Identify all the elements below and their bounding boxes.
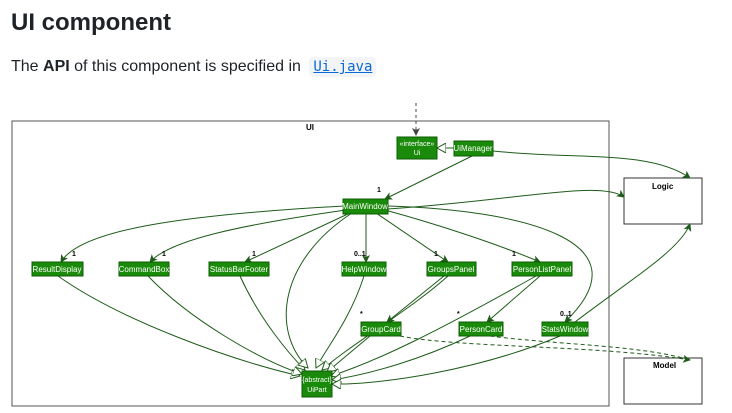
interface-stereotype: «interface» [400, 141, 435, 148]
mult-resultdisplay: 1 [72, 251, 76, 258]
helpwindow-label: HelpWindow [342, 265, 387, 274]
edge-personlistpanel-uipart [331, 275, 537, 376]
uipart-name: UiPart [307, 387, 327, 394]
mult-groupcard: * [360, 311, 363, 318]
edge-mainwindow-statusbarfooter [244, 208, 360, 263]
mult-personcard: * [457, 311, 460, 318]
model-title: Model [653, 361, 676, 370]
edge-statswindow-logic [567, 223, 692, 330]
edge-personcard-uipart [332, 335, 471, 380]
model-box [623, 357, 703, 405]
mainwindow-label: MainWindow [342, 202, 388, 211]
api-word: API [43, 58, 70, 75]
edge-statusbarfooter-uipart [239, 275, 305, 370]
mult-helpwindow: 0..1 [354, 251, 366, 258]
node-personcard: PersonCard [458, 321, 504, 337]
edge-groupcard-uipart [327, 335, 371, 372]
commandbox-label: CommandBox [119, 265, 170, 274]
edge-statswindow-uipart [332, 335, 561, 384]
section-heading: UI component [11, 9, 171, 36]
mult-groupspanel: 1 [434, 251, 438, 258]
edge-groupspanel-groupcard [386, 275, 445, 323]
edge-resultdisplay-uipart [57, 275, 300, 376]
edge-mainwindow-logic [387, 189, 625, 210]
resultdisplay-label: ResultDisplay [33, 265, 82, 274]
uipart-stereotype: {abstract} [302, 377, 332, 384]
edge-helpwindow-uipart [316, 275, 365, 368]
statswindow-label: StatsWindow [542, 325, 589, 334]
edge-mainwindow-personlistpanel [375, 205, 541, 263]
edge-mainwindow-uipart [285, 212, 353, 368]
edge-uimanager-logic [492, 150, 691, 179]
edge-personcard-model [489, 335, 691, 361]
edge-personlistpanel-personcard [486, 275, 541, 323]
mult-statswindow: 0..1 [560, 311, 572, 318]
edge-mainwindow-resultdisplay [60, 202, 354, 263]
intro-text-middle: of this component is specified in [69, 58, 306, 75]
uimanager-label: UiManager [453, 144, 492, 153]
mult-mainwindow: 1 [377, 187, 381, 194]
node-ui-interface: «interface» Ui [396, 136, 438, 160]
edge-mainwindow-commandbox [149, 206, 356, 263]
mult-commandbox: 1 [162, 251, 166, 258]
groupcard-label: GroupCard [361, 325, 401, 334]
mult-statusbarfooter: 1 [252, 251, 256, 258]
groupspanel-label: GroupsPanel [428, 265, 475, 274]
ui-java-link[interactable]: Ui.java [309, 57, 377, 77]
intro-text-before: The [11, 58, 44, 75]
logic-box [623, 177, 703, 225]
node-mainwindow: MainWindow [342, 198, 389, 215]
personlistpanel-label: PersonListPanel [513, 265, 571, 274]
node-uimanager: UiManager [453, 140, 494, 157]
edge-commandbox-uipart [147, 275, 302, 374]
interface-name: Ui [414, 150, 421, 157]
ui-package-title: UI [306, 123, 314, 132]
mult-personlistpanel: 1 [512, 251, 516, 258]
node-uipart: {abstract} UiPart [301, 370, 333, 398]
intro-paragraph: The API of this component is specified i… [11, 57, 377, 77]
node-statusbarfooter: StatusBarFooter [208, 261, 270, 277]
node-commandbox: CommandBox [118, 261, 170, 277]
node-helpwindow: HelpWindow [341, 261, 387, 277]
statusbarfooter-label: StatusBarFooter [210, 265, 269, 274]
node-groupspanel: GroupsPanel [426, 261, 477, 277]
logic-title: Logic [652, 182, 674, 191]
node-personlistpanel: PersonListPanel [511, 261, 573, 277]
node-statswindow: StatsWindow [541, 321, 589, 337]
node-groupcard: GroupCard [360, 321, 402, 337]
edge-groupcard-model [399, 335, 691, 363]
personcard-label: PersonCard [460, 325, 503, 334]
node-resultdisplay: ResultDisplay [31, 261, 84, 277]
edge-uimanager-mainwindow [384, 155, 473, 200]
